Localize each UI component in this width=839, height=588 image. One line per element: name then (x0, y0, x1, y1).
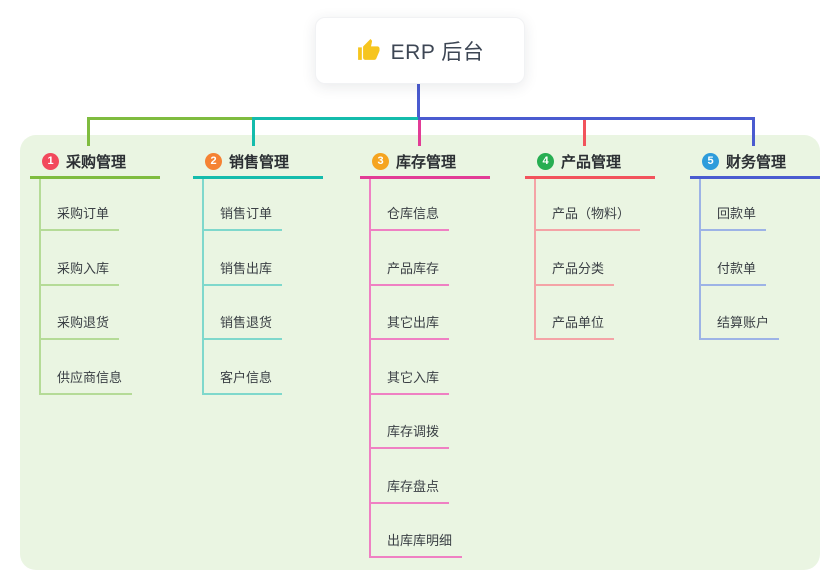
branch-label: 产品管理 (561, 153, 622, 171)
child-node[interactable]: 采购订单 (39, 205, 120, 231)
connector-drop-2 (252, 117, 255, 146)
branch-trunk-line (699, 179, 701, 340)
branch-badge-4: 4 (537, 152, 554, 170)
branch-label: 财务管理 (726, 153, 787, 171)
child-node[interactable]: 产品分类 (534, 260, 615, 286)
child-node[interactable]: 付款单 (699, 260, 767, 286)
connector-drop-5 (752, 117, 755, 146)
branch-node-4[interactable]: 4 产品管理 (525, 146, 655, 179)
child-node[interactable]: 销售出库 (202, 260, 283, 286)
child-node[interactable]: 客户信息 (202, 369, 283, 395)
root-connector-line (417, 84, 420, 117)
branch-trunk-line (39, 179, 41, 395)
child-node[interactable]: 供应商信息 (39, 369, 133, 395)
branch-label: 采购管理 (66, 153, 127, 171)
child-node[interactable]: 库存调拨 (369, 423, 450, 449)
child-node[interactable]: 仓库信息 (369, 205, 450, 231)
connector-segment-left (87, 117, 252, 120)
child-node[interactable]: 销售订单 (202, 205, 283, 231)
branch-node-1[interactable]: 1 采购管理 (30, 146, 160, 179)
branch-node-5[interactable]: 5 财务管理 (690, 146, 820, 179)
child-node[interactable]: 产品库存 (369, 260, 450, 286)
branch-label: 销售管理 (229, 153, 290, 171)
branch-badge-3: 3 (372, 152, 389, 170)
branch-trunk-line (534, 179, 536, 340)
branch-node-3[interactable]: 3 库存管理 (360, 146, 490, 179)
connector-segment-right (418, 117, 755, 120)
branch-trunk-line (202, 179, 204, 395)
root-node[interactable]: ERP 后台 (315, 17, 525, 84)
child-node[interactable]: 采购入库 (39, 260, 120, 286)
child-node[interactable]: 销售退货 (202, 314, 283, 340)
child-node[interactable]: 库存盘点 (369, 478, 450, 504)
child-node[interactable]: 回款单 (699, 205, 767, 231)
branch-node-2[interactable]: 2 销售管理 (193, 146, 323, 179)
connector-drop-3 (418, 120, 421, 146)
connector-drop-4 (583, 120, 586, 146)
child-node[interactable]: 采购退货 (39, 314, 120, 340)
child-node[interactable]: 其它出库 (369, 314, 450, 340)
branch-badge-5: 5 (702, 152, 719, 170)
root-node-label: ERP 后台 (390, 40, 485, 64)
branch-label: 库存管理 (396, 153, 457, 171)
child-node[interactable]: 结算账户 (699, 314, 780, 340)
branch-badge-1: 1 (42, 152, 59, 170)
child-node[interactable]: 产品（物料） (534, 205, 641, 231)
child-node[interactable]: 其它入库 (369, 369, 450, 395)
branch-trunk-line (369, 179, 371, 558)
child-node[interactable]: 产品单位 (534, 314, 615, 340)
child-node[interactable]: 出库库明细 (369, 532, 463, 558)
connector-segment-middle (252, 117, 418, 120)
branch-badge-2: 2 (205, 152, 222, 170)
thumbs-up-icon (356, 38, 381, 63)
connector-drop-1 (87, 117, 90, 146)
branches-panel (20, 135, 820, 570)
